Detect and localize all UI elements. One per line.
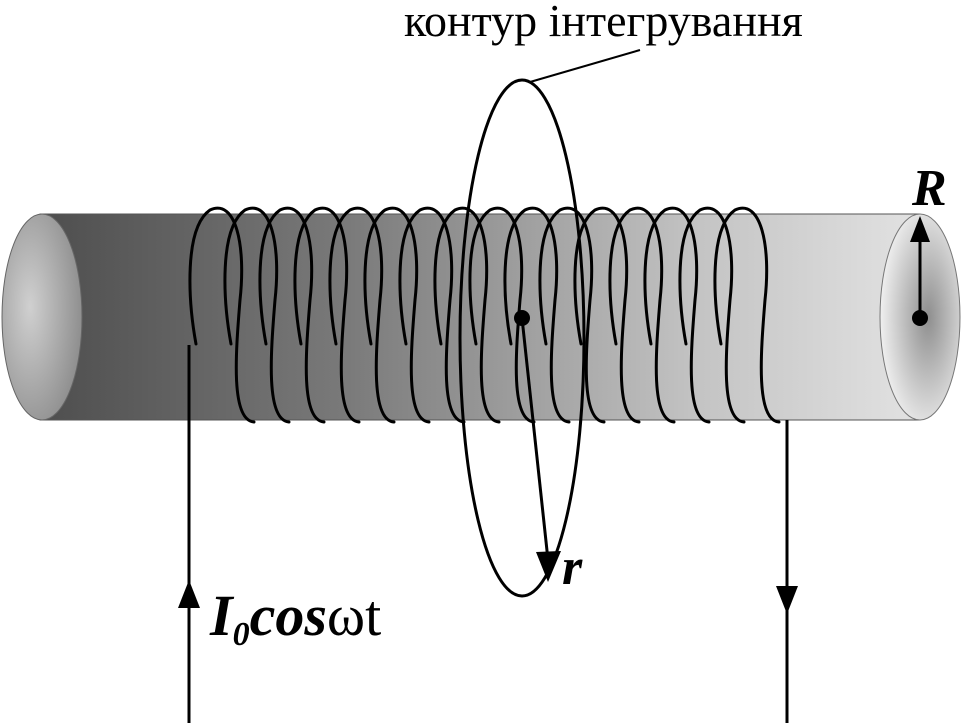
caption-label: контур інтегрування xyxy=(404,0,803,46)
coil-turn xyxy=(188,206,256,424)
rod-body xyxy=(39,213,921,421)
coil-turn xyxy=(608,206,676,424)
current-omega: ω xyxy=(327,583,365,648)
coil-turn xyxy=(503,206,571,424)
coil-turn xyxy=(573,206,641,424)
r-label: r xyxy=(562,539,583,596)
current-subscript: 0 xyxy=(233,616,250,653)
coil-turn xyxy=(293,206,361,424)
left-lead-arrowhead xyxy=(178,580,200,608)
r-arrowhead xyxy=(536,551,561,582)
coil-turn xyxy=(468,206,536,424)
coil-turn xyxy=(538,206,606,424)
coil xyxy=(188,206,781,424)
current-function: cos xyxy=(250,583,327,648)
integration-contour xyxy=(458,78,586,598)
current-label: I0cosωt xyxy=(209,583,381,653)
coil-turn xyxy=(398,206,466,424)
coil-turn xyxy=(363,206,431,424)
coil-turn xyxy=(328,206,396,424)
coil-turn xyxy=(258,206,326,424)
coil-turn xyxy=(713,206,781,424)
rod-left-end xyxy=(1,213,83,421)
r-vector xyxy=(520,317,550,561)
right-lead-arrowhead xyxy=(776,586,798,614)
caption-leader xyxy=(529,49,641,83)
coil-turn xyxy=(643,206,711,424)
coil-turn xyxy=(433,206,501,424)
current-amplitude: I xyxy=(209,583,235,648)
coil-turn xyxy=(678,206,746,424)
current-time: t xyxy=(365,583,381,648)
coil-turn xyxy=(223,206,291,424)
R-arrowhead xyxy=(910,216,930,242)
R-label: R xyxy=(911,160,947,217)
